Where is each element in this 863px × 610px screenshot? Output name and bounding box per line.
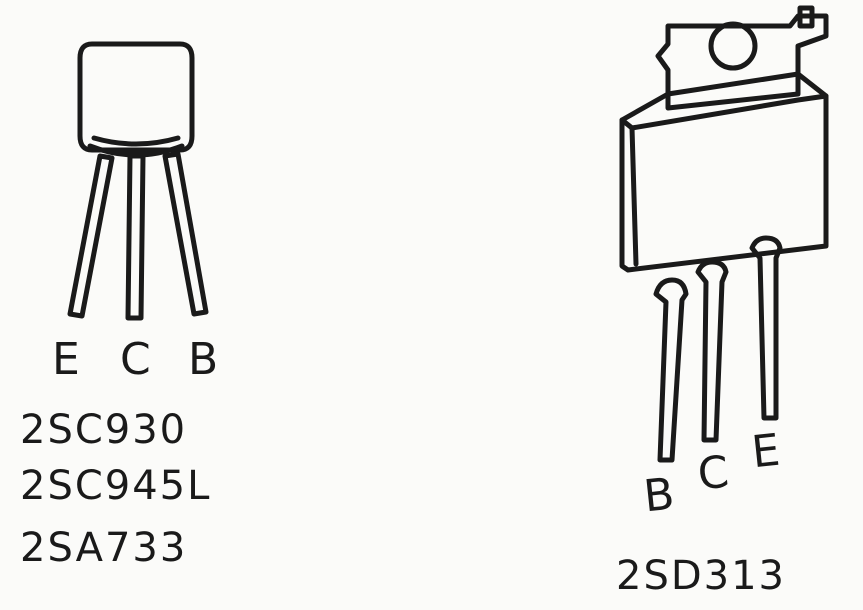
part-number-2sc930: 2SC930 bbox=[20, 407, 188, 453]
small-pin-label-e: E bbox=[52, 334, 80, 385]
to92-leads bbox=[67, 151, 209, 321]
power-pin-label-c: C bbox=[695, 446, 732, 501]
small-pin-label-b: B bbox=[188, 334, 219, 385]
part-number-2sc945l: 2SC945L bbox=[20, 463, 212, 509]
to220-body bbox=[619, 71, 829, 273]
part-number-2sd313: 2SD313 bbox=[616, 553, 786, 599]
power-pin-label-e: E bbox=[749, 424, 783, 479]
power-pin-label-b: B bbox=[641, 468, 677, 523]
to220-leads bbox=[653, 235, 783, 463]
part-number-2sa733: 2SA733 bbox=[20, 525, 188, 571]
to220-mounting-tab bbox=[655, 5, 829, 111]
to92-transistor-body bbox=[77, 41, 195, 158]
small-pin-label-c: C bbox=[120, 334, 151, 385]
